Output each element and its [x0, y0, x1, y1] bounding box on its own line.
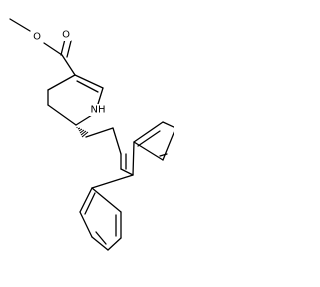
bond-carbonyl-c-ring: [61, 54, 76, 76]
bond-ring-n-c2: [97, 87, 104, 105]
bond-carbonyl-double-b: [66, 40, 72, 58]
bond-o-carbonyl-c: [43, 42, 63, 56]
phenyl-ring-upper: [132, 121, 174, 176]
stereo-hashed-wedge: [76, 127, 89, 138]
phenyl-ring-lower: [79, 174, 134, 251]
atom-label-carbonyl-oxygen: O: [62, 30, 70, 41]
bond-ring-c3-c4: [47, 74, 76, 91]
bond-ring-c5-c6: [47, 104, 77, 126]
bond-chain-to-center: [120, 168, 134, 176]
bond-ring-c2-c3: [74, 74, 104, 89]
atom-label-ester-oxygen: O: [33, 32, 41, 43]
bond-methyl-o: [9, 18, 31, 32]
chemical-structure: O O NH: [9, 18, 174, 251]
bond-ring-c6-n: [75, 114, 93, 126]
bond-chain-2: [112, 127, 122, 155]
bond-ring-c2-c3-inner: [76, 80, 99, 93]
atom-label-ring-nitrogen: NH: [91, 105, 106, 116]
bond-chain-1: [85, 127, 114, 138]
bond-carbonyl-double-a: [60, 38, 66, 56]
